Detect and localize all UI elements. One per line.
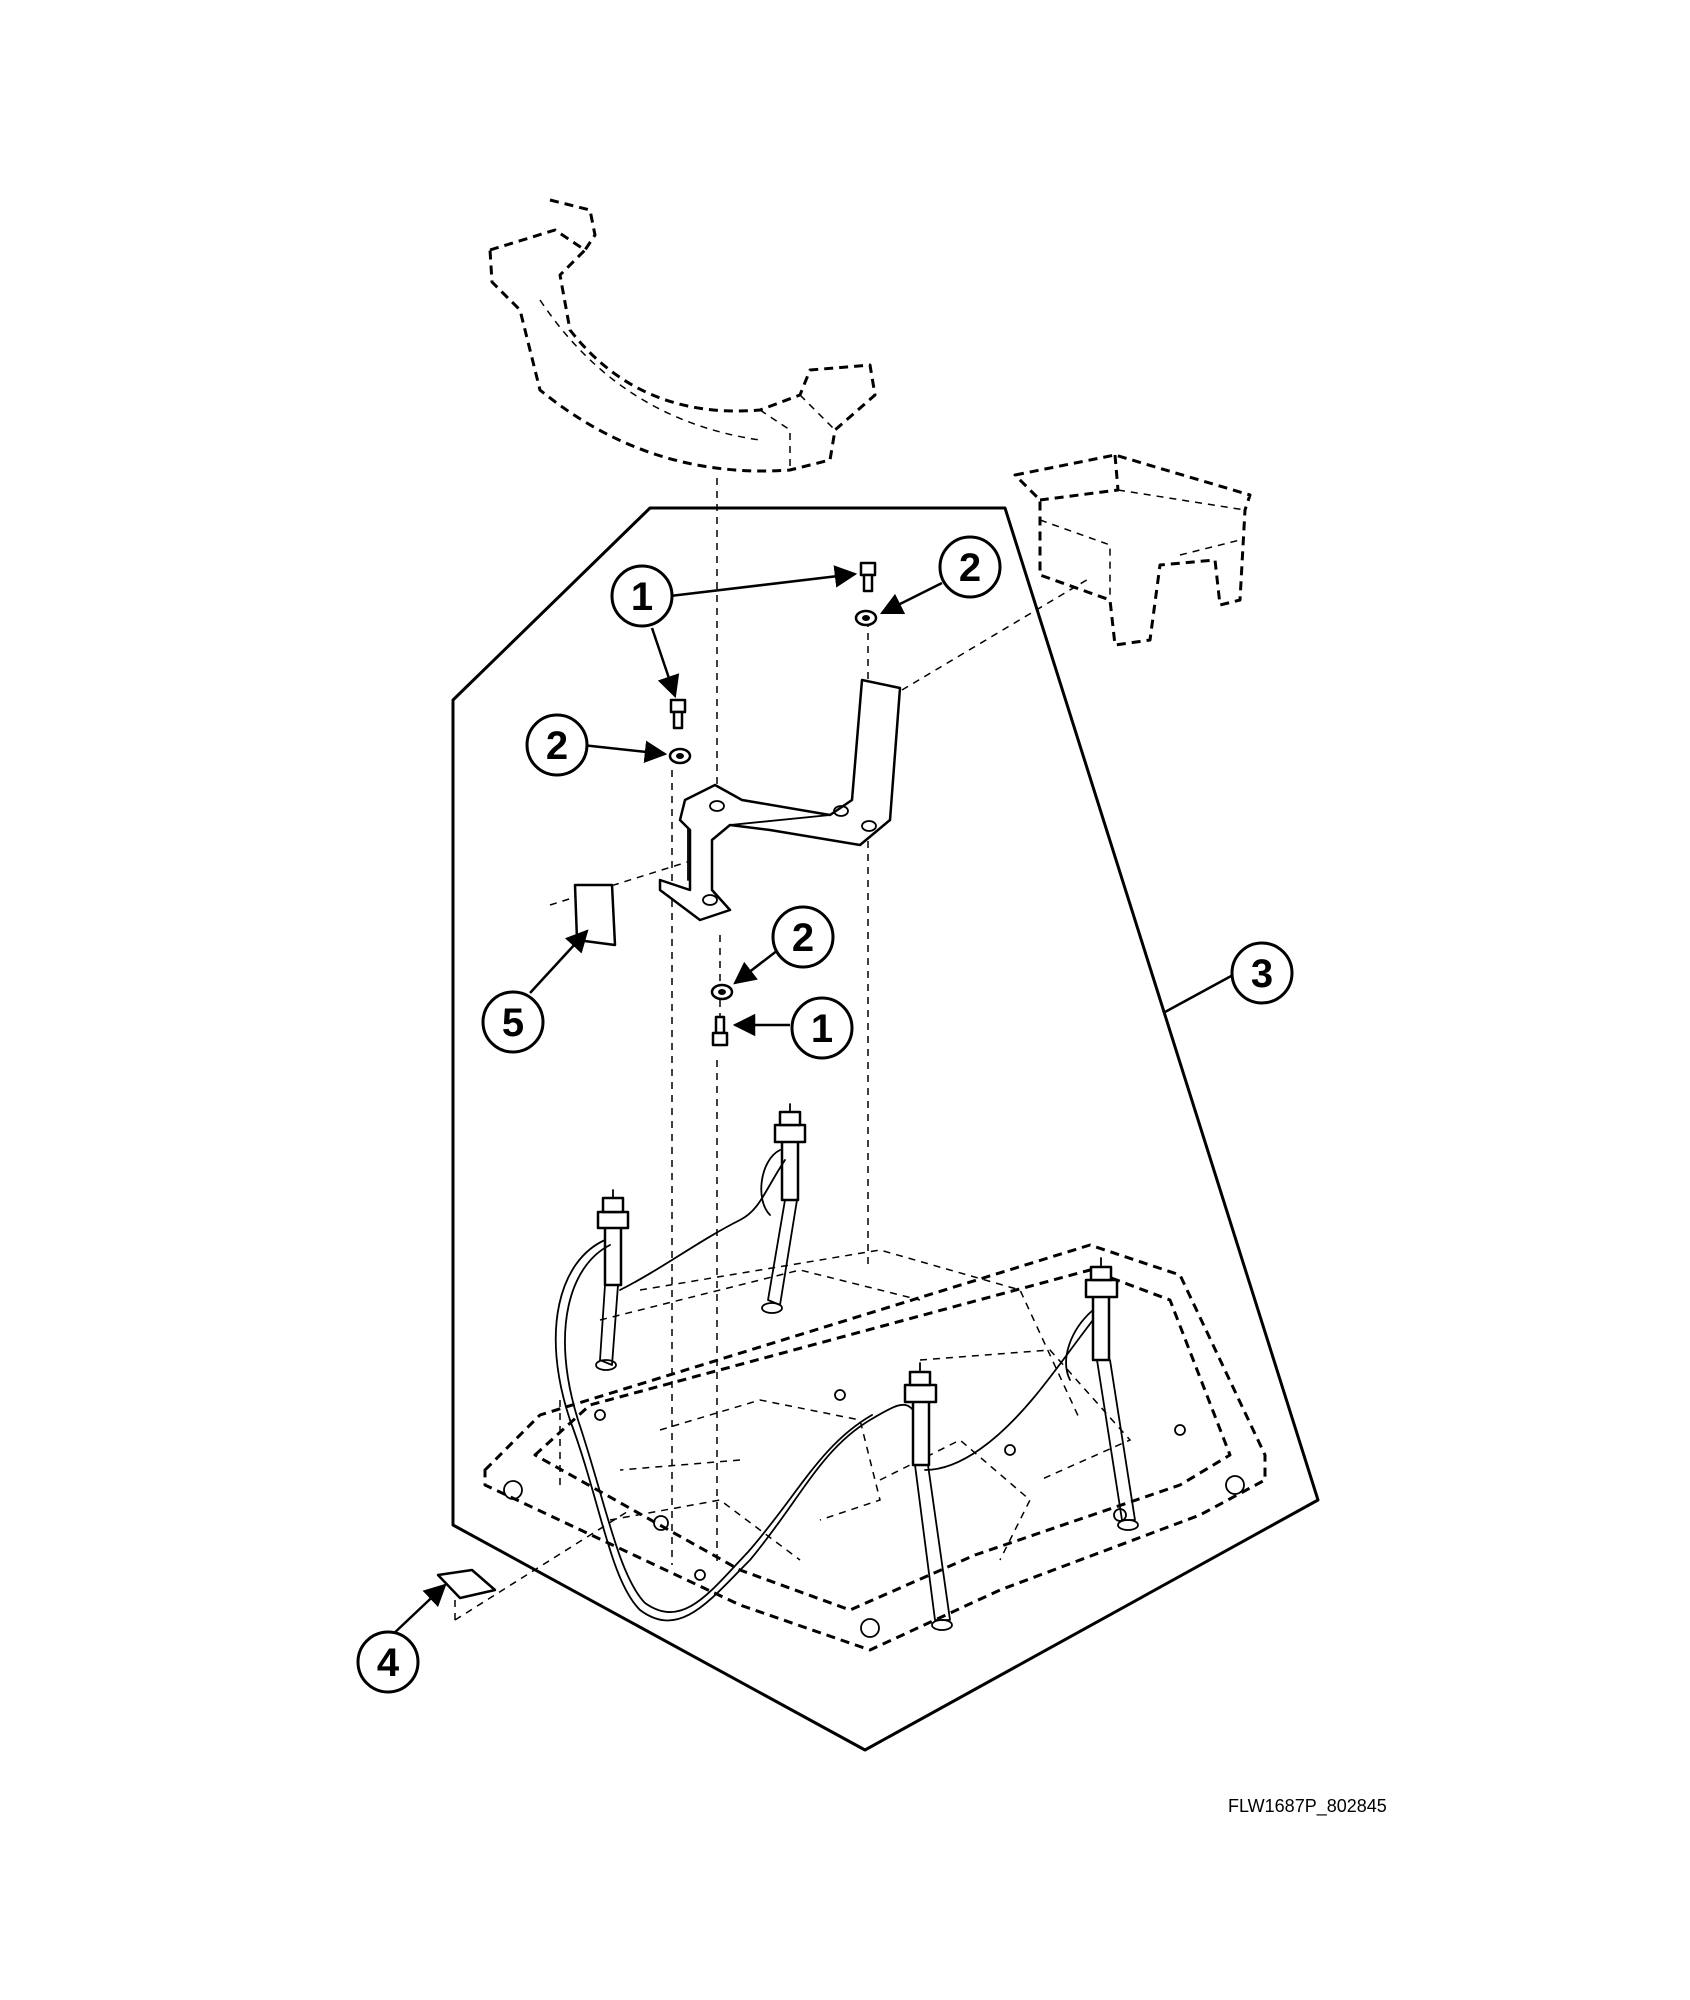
wire-harness — [554, 1149, 1094, 1622]
svg-text:4: 4 — [377, 1641, 400, 1685]
fastener-screw-upper — [859, 561, 877, 593]
fastener-washer-lower — [710, 983, 734, 1001]
figure-reference-code: FLW1687P_802845 — [1228, 1796, 1387, 1817]
fastener-screw-left — [669, 698, 687, 730]
base-plate — [483, 1243, 1267, 1652]
callout-2-left: 2 — [525, 713, 589, 777]
callout-2-lower: 2 — [771, 905, 835, 969]
leader-lines — [389, 565, 1234, 1638]
suspension-leg-3 — [903, 1362, 953, 1631]
svg-text:1: 1 — [631, 575, 653, 619]
label-pad-4 — [436, 1568, 497, 1600]
side-bracket — [1013, 453, 1252, 647]
fastener-washer-left — [668, 747, 692, 765]
svg-text:3: 3 — [1251, 952, 1273, 996]
callout-2-upper-right: 2 — [938, 535, 1002, 599]
callout-4: 4 — [356, 1630, 420, 1694]
svg-text:2: 2 — [546, 724, 568, 768]
upper-support-bracket — [488, 198, 877, 473]
fastener-washer-upper — [854, 609, 878, 627]
svg-text:1: 1 — [811, 1007, 833, 1051]
suspension-leg-1 — [595, 1189, 630, 1371]
callout-1-upper: 1 — [610, 564, 674, 628]
suspension-leg-4 — [1084, 1257, 1139, 1531]
svg-text:2: 2 — [792, 916, 814, 960]
svg-text:2: 2 — [959, 546, 981, 590]
callout-1-lower: 1 — [790, 996, 854, 1060]
cabinet-outline — [451, 506, 1320, 1752]
suspension-leg-2 — [761, 1103, 807, 1314]
svg-text:5: 5 — [502, 1001, 524, 1045]
main-bracket — [658, 678, 902, 922]
alignment-lines — [454, 478, 1091, 1621]
fastener-screw-lower — [711, 1015, 729, 1047]
callout-3: 3 — [1230, 941, 1294, 1005]
callout-5: 5 — [481, 990, 545, 1054]
